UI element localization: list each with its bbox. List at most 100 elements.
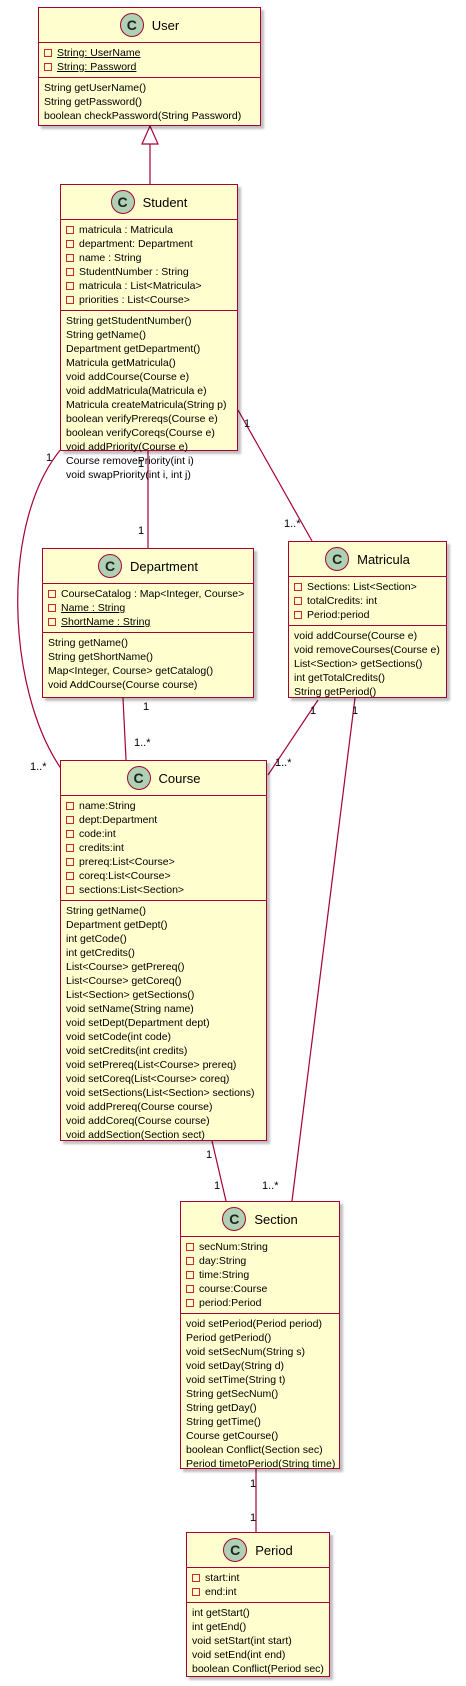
method-row: String getTime() xyxy=(186,1416,261,1428)
mult-section-period-to: 1 xyxy=(250,1512,257,1524)
method-row: Department getDepartment() xyxy=(66,343,201,355)
method-row: void swapPriority(int i, int j) xyxy=(66,469,191,481)
private-visibility-icon xyxy=(48,604,56,612)
method-row: void addPrereq(Course course) xyxy=(66,1101,213,1113)
mult-student-department-from: 1 xyxy=(138,458,145,470)
private-visibility-icon xyxy=(66,844,74,852)
method-row: void setDay(String d) xyxy=(186,1360,285,1372)
attribute-text: matricula : Matricula xyxy=(79,224,173,236)
attribute-text: start:int xyxy=(205,1572,240,1584)
method-row: List<Course> getCoreq() xyxy=(66,975,182,987)
class-badge-icon: C xyxy=(126,766,151,790)
class-badge-icon: C xyxy=(325,547,350,571)
class-badge-icon: C xyxy=(223,1538,248,1562)
class-name: Section xyxy=(254,1211,298,1227)
mult-student-department-to: 1 xyxy=(138,525,145,537)
methods-section: void addCourse(Course e)void removeCours… xyxy=(289,626,446,702)
attribute-row: String: UserName xyxy=(44,46,255,60)
method-row: String getDay() xyxy=(186,1402,257,1414)
method-row: Matricula createMatricula(String p) xyxy=(66,399,227,411)
class-name: Student xyxy=(142,194,188,210)
method-row: List<Section> getSections() xyxy=(66,989,195,1001)
class-name: Matricula xyxy=(357,551,410,567)
method-row: boolean verifyCoreqs(Course e) xyxy=(66,427,215,439)
method-row: void addPriority(Course e) xyxy=(66,441,188,453)
attribute-row: end:int xyxy=(192,1585,324,1599)
method-row: boolean Conflict(Period sec) xyxy=(192,1663,324,1675)
class-header: C Matricula xyxy=(289,542,446,577)
private-visibility-icon xyxy=(48,618,56,626)
method-row: void addMatricula(Matricula e) xyxy=(66,385,207,397)
method-row: String getPeriod() xyxy=(294,686,377,698)
private-visibility-icon xyxy=(294,597,302,605)
attribute-text: department: Department xyxy=(79,238,193,250)
attribute-row: String: Password xyxy=(44,60,255,74)
method-row: void setSections(List<Section> sections) xyxy=(66,1087,255,1099)
method-row: Course getCourse() xyxy=(186,1430,279,1442)
method-row: String getShortName() xyxy=(48,651,154,663)
assoc-student-course xyxy=(17,447,63,771)
attributes-section: matricula : Matricula department: Departm… xyxy=(61,220,237,311)
method-row: void addCourse(Course e) xyxy=(294,630,418,642)
method-row: List<Section> getSections() xyxy=(294,658,423,670)
private-visibility-icon xyxy=(294,611,302,619)
attribute-text: secNum:String xyxy=(199,1241,268,1253)
class-name: Department xyxy=(130,558,198,574)
method-row: Department getDept() xyxy=(66,919,168,931)
attribute-row: priorities : List<Course> xyxy=(66,293,232,307)
methods-section: String getUserName() String getPassword()… xyxy=(39,78,260,126)
methods-section: String getName()String getShortName()Map… xyxy=(43,633,253,695)
method-row: boolean Conflict(Section sec) xyxy=(186,1444,323,1456)
mult-course-section-to: 1 xyxy=(214,1180,221,1192)
private-visibility-icon xyxy=(66,872,74,880)
attribute-text: credits:int xyxy=(79,842,124,854)
attribute-row: code:int xyxy=(66,827,261,841)
attribute-text: sections:List<Section> xyxy=(79,884,185,896)
method-row: String getUserName() xyxy=(44,82,147,94)
private-visibility-icon xyxy=(66,886,74,894)
class-badge-icon: C xyxy=(222,1207,247,1231)
attribute-row: ShortName : String xyxy=(48,615,248,629)
method-row: void setPeriod(Period period) xyxy=(186,1318,322,1330)
mult-student-matricula-to: 1..* xyxy=(284,518,301,530)
mult-matricula-section-to: 1..* xyxy=(262,1180,279,1192)
attribute-text: course:Course xyxy=(199,1283,268,1295)
private-visibility-icon xyxy=(66,296,74,304)
attribute-row: matricula : List<Matricula> xyxy=(66,279,232,293)
attributes-section: Sections: List<Section>totalCredits: int… xyxy=(289,577,446,626)
private-visibility-icon xyxy=(66,254,74,262)
attribute-row: course:Course xyxy=(186,1282,334,1296)
mult-student-matricula-from: 1 xyxy=(244,418,251,430)
method-row: void setDept(Department dept) xyxy=(66,1017,210,1029)
method-row: String getName() xyxy=(66,905,146,917)
method-row: List<Course> getPrereq() xyxy=(66,961,185,973)
attribute-text: matricula : List<Matricula> xyxy=(79,280,202,292)
method-row: void addCourse(Course e) xyxy=(66,371,190,383)
attribute-row: CourseCatalog : Map<Integer, Course> xyxy=(48,587,248,601)
method-row: void setEnd(int end) xyxy=(192,1649,286,1661)
attribute-text: name : String xyxy=(79,252,142,264)
method-row: Matricula getMatricula() xyxy=(66,357,176,369)
attribute-text: ShortName : String xyxy=(61,616,151,628)
method-row: void addCoreq(Course course) xyxy=(66,1115,210,1127)
mult-student-course-from: 1 xyxy=(46,452,53,464)
attribute-text: Period:period xyxy=(307,609,370,621)
attribute-row: Name : String xyxy=(48,601,248,615)
method-row: String getPassword() xyxy=(44,96,143,108)
method-row: String getStudentNumber() xyxy=(66,315,192,327)
inheritance-arrowhead xyxy=(141,124,159,145)
method-row: void setSecNum(String s) xyxy=(186,1346,306,1358)
